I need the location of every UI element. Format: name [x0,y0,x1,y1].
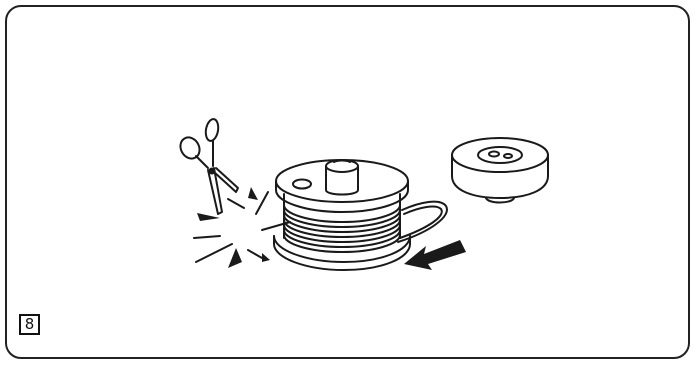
figure-frame [5,5,690,359]
scissors-icon [179,118,239,215]
arrow-icon [404,240,466,270]
bobbin-icon [273,159,411,271]
bobbin-case-icon [451,137,549,204]
thread-loop [397,200,448,243]
cut-burst-icon [193,187,291,268]
step-number-badge: 8 [19,314,40,335]
